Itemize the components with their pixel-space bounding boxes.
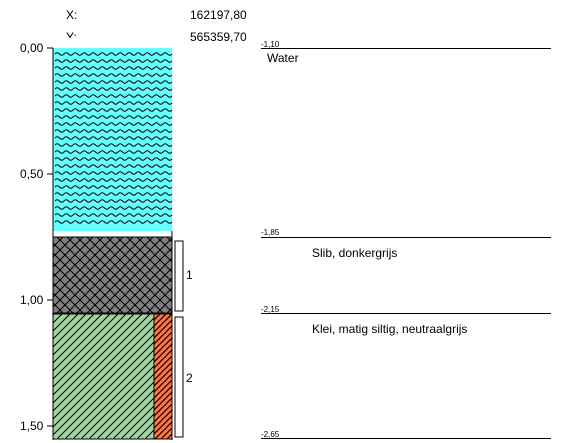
water-waves (54, 52, 173, 224)
water-wave-line (54, 52, 173, 56)
water-wave-line (54, 213, 173, 217)
side-strip (153, 313, 173, 440)
water-wave-line (54, 143, 173, 147)
layer-description-slib: Slib, donkergrijs (312, 246, 398, 260)
water-wave-line (54, 199, 173, 203)
layer-description-water: Water (267, 51, 299, 65)
water-wave-line (54, 66, 173, 70)
water-wave-line (54, 164, 173, 168)
water-wave-line (54, 206, 173, 210)
depth-tick-label-0: 0,00 (20, 41, 44, 55)
layer-klei (52, 313, 155, 440)
layer-description-klei: Klei, matig siltig, neutraalgrijs (312, 322, 468, 336)
water-wave-line (54, 136, 173, 140)
x-coord-label: X: (66, 8, 78, 22)
y-coord-label-wrap: Y: (60, 30, 100, 38)
boundary-line-klei (261, 313, 551, 314)
depth-tick-label-2: 1,00 (20, 293, 44, 307)
water-wave-line (54, 129, 173, 133)
water-wave-line (54, 94, 173, 98)
y-coord-label: Y: (66, 30, 77, 38)
boundary-line-water (261, 48, 551, 49)
level-label-klei: -2,15 (261, 305, 280, 314)
water-wave-line (54, 80, 173, 84)
sample-number-1: 1 (186, 268, 193, 282)
x-coord-value: 162197,80 (190, 8, 247, 22)
water-wave-line (54, 115, 173, 119)
water-wave-line (54, 220, 173, 224)
boundary-line-bottom (261, 438, 551, 439)
water-wave-line (54, 101, 173, 105)
water-wave-line (54, 178, 173, 182)
layer-slib (52, 236, 173, 314)
level-label-bottom: -2,65 (261, 430, 280, 439)
sample-bracket-2 (174, 316, 184, 438)
depth-tick-label-1: 0,50 (20, 167, 44, 181)
y-coord-value: 565359,70 (190, 30, 247, 44)
water-wave-line (54, 73, 173, 77)
water-wave-line (54, 185, 173, 189)
water-wave-line (54, 171, 173, 175)
level-label-water: -1,10 (261, 40, 280, 49)
boundary-line-slib (261, 237, 551, 238)
water-wave-line (54, 87, 173, 91)
level-label-slib: -1,85 (261, 228, 280, 237)
sample-bracket-1 (174, 240, 184, 312)
water-wave-line (54, 108, 173, 112)
water-wave-line (54, 122, 173, 126)
depth-tick-label-3: 1,50 (20, 419, 44, 433)
sample-number-2: 2 (186, 371, 193, 385)
water-wave-line (54, 157, 173, 161)
water-wave-line (54, 192, 173, 196)
water-wave-line (54, 150, 173, 154)
water-wave-line (54, 59, 173, 63)
